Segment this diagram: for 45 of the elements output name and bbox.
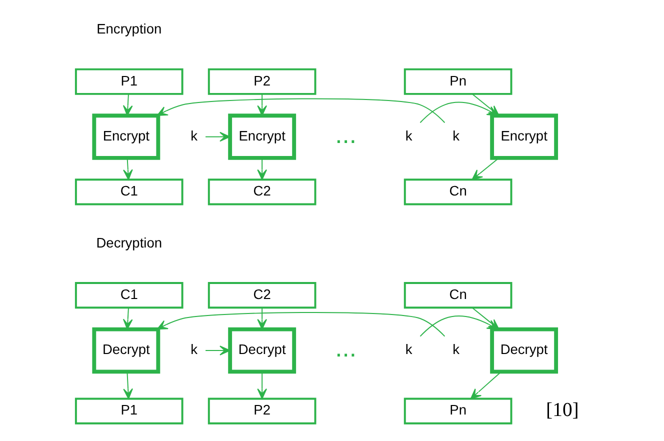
- node-text: k: [452, 128, 460, 144]
- label: Decryption: [96, 235, 162, 250]
- arrow: [156, 98, 445, 124]
- arrow: [256, 307, 266, 330]
- arrow: [122, 372, 132, 400]
- arrow: [419, 316, 498, 337]
- node-box: P1: [74, 68, 183, 95]
- node-box: C1: [74, 282, 183, 309]
- arrow: [256, 158, 266, 180]
- node-box: Encrypt: [228, 114, 296, 160]
- node-box: Decrypt: [92, 327, 160, 374]
- label: Encryption: [96, 22, 162, 37]
- arrow: [471, 158, 499, 180]
- arrow: [470, 372, 501, 400]
- node-text: k: [404, 128, 412, 144]
- node-box: Pn: [403, 68, 512, 95]
- node-box: Decrypt: [228, 327, 296, 374]
- node-box: C2: [207, 282, 316, 309]
- node-box: P2: [207, 398, 316, 424]
- label: [10]: [546, 399, 578, 421]
- node-text: k: [190, 342, 198, 358]
- node-box: Encrypt: [490, 114, 558, 160]
- node-text: k: [452, 342, 460, 358]
- node-box: P2: [207, 68, 316, 95]
- arrow: [122, 94, 132, 116]
- arrow: [204, 346, 230, 356]
- node-box: Decrypt: [490, 327, 558, 374]
- label: ...: [334, 334, 356, 363]
- arrow: [256, 94, 266, 116]
- arrow: [122, 307, 132, 330]
- arrow: [122, 158, 132, 180]
- node-box: Pn: [403, 398, 512, 424]
- node-text: k: [190, 128, 198, 144]
- node-box: Cn: [403, 178, 512, 206]
- arrow: [256, 372, 266, 400]
- arrow: [156, 312, 445, 337]
- node-box: C2: [207, 178, 316, 206]
- arrow: [419, 102, 498, 124]
- arrow: [204, 132, 230, 142]
- node-box: Encrypt: [92, 114, 160, 160]
- node-box: Cn: [403, 282, 512, 309]
- node-box: P1: [74, 398, 183, 424]
- label: ...: [334, 120, 356, 149]
- node-box: C1: [74, 178, 183, 206]
- node-text: k: [404, 342, 412, 358]
